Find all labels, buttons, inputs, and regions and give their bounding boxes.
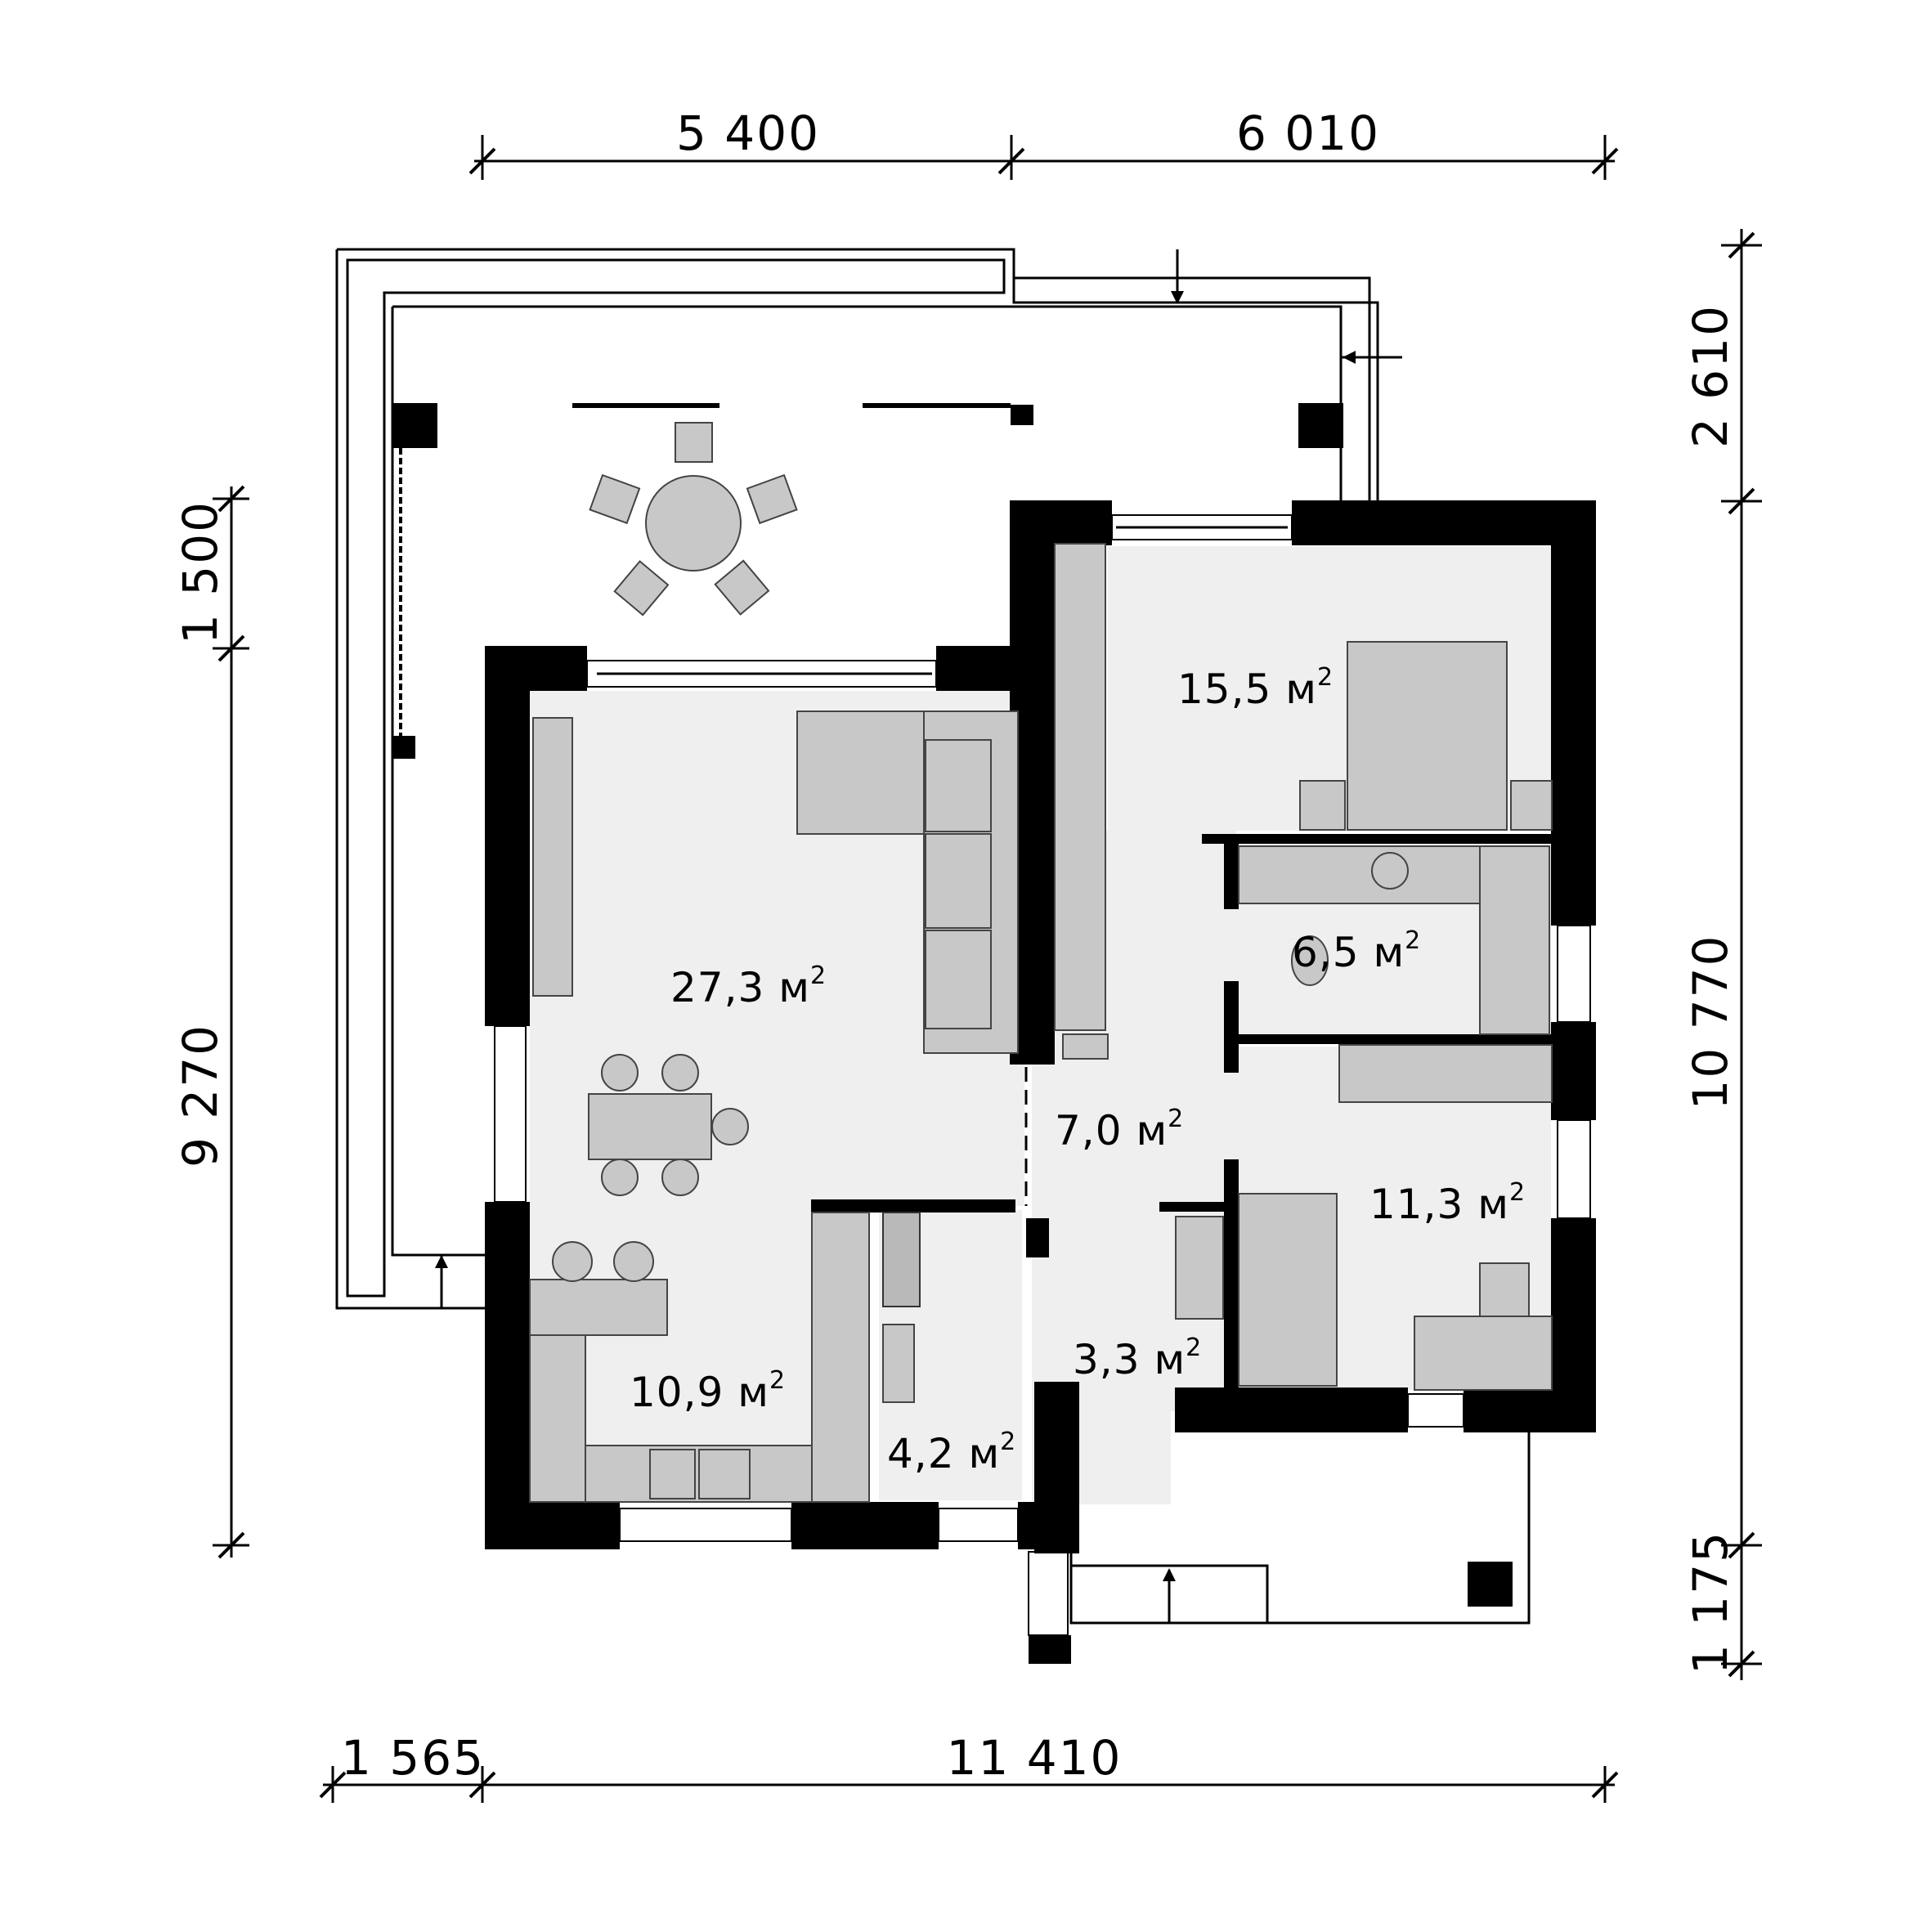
dim-left-upper: 1 500 xyxy=(173,500,228,644)
porch xyxy=(1028,1427,1531,1664)
dimension-top: 5 400 6 010 xyxy=(468,105,1619,180)
dim-right-main: 10 770 xyxy=(1683,935,1738,1110)
kitchen-furniture xyxy=(529,1212,921,1503)
area-bedroom-main: 15,5 м2 xyxy=(1177,663,1334,713)
terrace-dining-set xyxy=(589,422,798,616)
area-bedroom-small: 11,3 м2 xyxy=(1369,1178,1526,1228)
dim-right-bottom: 1 175 xyxy=(1683,1531,1738,1674)
area-vestibule: 3,3 м2 xyxy=(1073,1334,1202,1383)
room-labels: 27,3 м2 10,9 м2 15,5 м2 6,5 м2 7,0 м2 11… xyxy=(630,663,1526,1477)
dim-left-main: 9 270 xyxy=(173,1024,228,1168)
bedroom-main-furniture xyxy=(1054,543,1553,1060)
area-kitchen: 10,9 м2 xyxy=(630,1366,786,1416)
area-bathroom: 6,5 м2 xyxy=(1292,926,1421,976)
dim-right-top: 2 610 xyxy=(1683,304,1738,448)
terrace xyxy=(335,248,1402,1310)
area-utility: 4,2 м2 xyxy=(887,1428,1016,1477)
area-hall: 7,0 м2 xyxy=(1055,1105,1184,1154)
dimension-right: 2 610 10 770 1 175 xyxy=(1683,229,1762,1680)
dim-top-left: 5 400 xyxy=(676,105,820,161)
living-furniture xyxy=(532,710,1019,1196)
dim-top-right: 6 010 xyxy=(1236,105,1380,161)
dim-bottom-left: 1 565 xyxy=(341,1730,485,1786)
bathroom-fixtures xyxy=(1238,845,1553,1103)
walls xyxy=(485,500,1596,1553)
dimension-bottom: 1 565 11 410 xyxy=(319,1730,1619,1803)
windows xyxy=(494,514,1591,1542)
bedroom-small-furniture xyxy=(1175,1193,1553,1391)
dim-bottom-main: 11 410 xyxy=(947,1730,1123,1786)
area-living: 27,3 м2 xyxy=(670,962,827,1011)
dimension-left: 1 500 9 270 xyxy=(173,485,249,1559)
